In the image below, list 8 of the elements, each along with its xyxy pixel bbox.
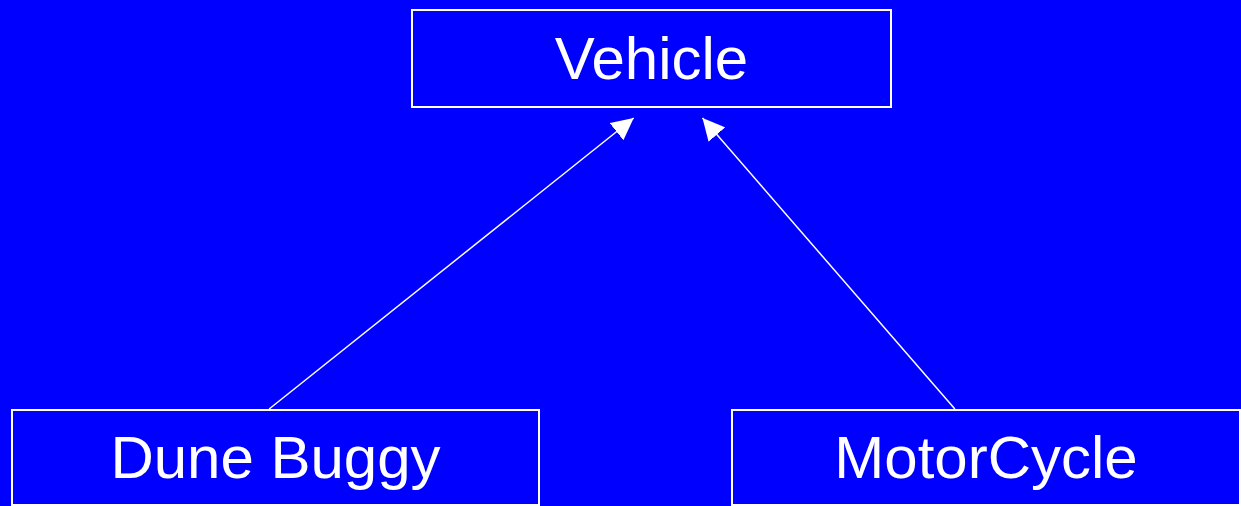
- class-name: MotorCycle: [834, 427, 1138, 488]
- inheritance-arrow: [268, 117, 635, 410]
- class-box: [11, 409, 540, 506]
- inheritance-arrow: [701, 117, 956, 410]
- class-box: [411, 9, 892, 108]
- class-name: Dune Buggy: [110, 427, 441, 488]
- class-box: [731, 409, 1241, 506]
- class-name: Vehicle: [554, 28, 749, 89]
